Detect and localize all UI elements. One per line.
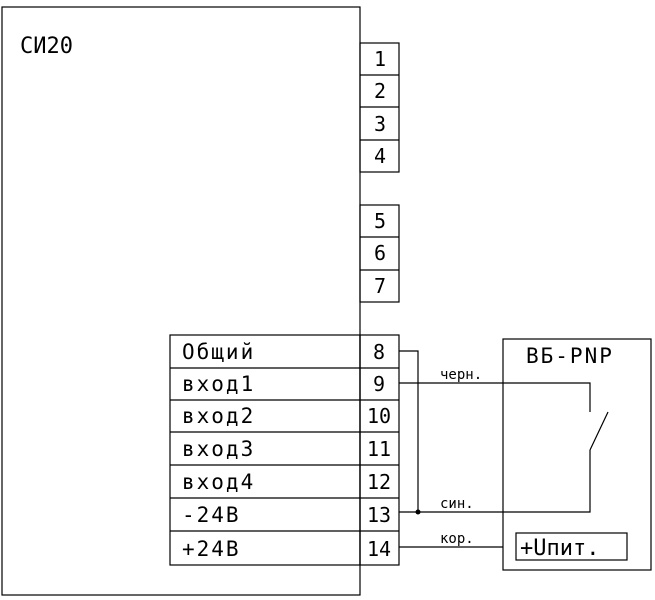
pin-10: 10 xyxy=(367,404,391,428)
pin-13: 13 xyxy=(367,503,391,527)
label-input2: вход2 xyxy=(182,404,255,428)
device-body xyxy=(1,6,361,596)
pin-2: 2 xyxy=(374,79,386,103)
pin-7: 7 xyxy=(374,274,386,298)
pin-3: 3 xyxy=(374,112,386,136)
pin-9: 9 xyxy=(373,372,385,396)
terminal-block-mid: 5 6 7 xyxy=(359,204,400,303)
wire-label-blue: син. xyxy=(440,496,474,512)
pin-5: 5 xyxy=(374,209,386,233)
label-input1: вход1 xyxy=(182,372,255,396)
io-label-block: Общий вход1 вход2 вход3 вход4 -24В +24В xyxy=(169,334,361,566)
sensor-box: ВБ-PNP +Uпит. xyxy=(502,338,652,571)
label-common: Общий xyxy=(182,340,255,364)
label-minus24v: -24В xyxy=(182,503,241,527)
pin-1: 1 xyxy=(374,47,386,71)
wire-black xyxy=(399,382,591,412)
pin-11: 11 xyxy=(367,437,391,461)
pin-14: 14 xyxy=(367,537,391,561)
terminal-block-io: 8 9 10 11 12 13 14 xyxy=(359,334,400,566)
jumper-wire xyxy=(399,350,503,515)
label-input3: вход3 xyxy=(182,437,255,461)
wire-label-brown: кор. xyxy=(440,531,474,547)
pin-4: 4 xyxy=(374,144,386,168)
sensor-title: ВБ-PNP xyxy=(526,344,614,368)
device-title: СИ20 xyxy=(20,34,73,59)
pin-8: 8 xyxy=(373,340,385,364)
power-label: +Uпит. xyxy=(520,536,599,561)
wire-label-black: черн. xyxy=(440,367,482,383)
label-input4: вход4 xyxy=(182,470,255,494)
sensor-wires: черн. син. кор. xyxy=(399,367,591,548)
pin-6: 6 xyxy=(374,241,386,265)
wire-blue xyxy=(503,450,591,513)
junction-dot xyxy=(415,509,421,515)
power-box xyxy=(515,532,628,561)
terminal-block-top: 1 2 3 4 xyxy=(359,42,400,173)
label-plus24v: +24В xyxy=(182,537,241,561)
pin-12: 12 xyxy=(367,470,391,494)
switch-contact xyxy=(589,411,609,451)
